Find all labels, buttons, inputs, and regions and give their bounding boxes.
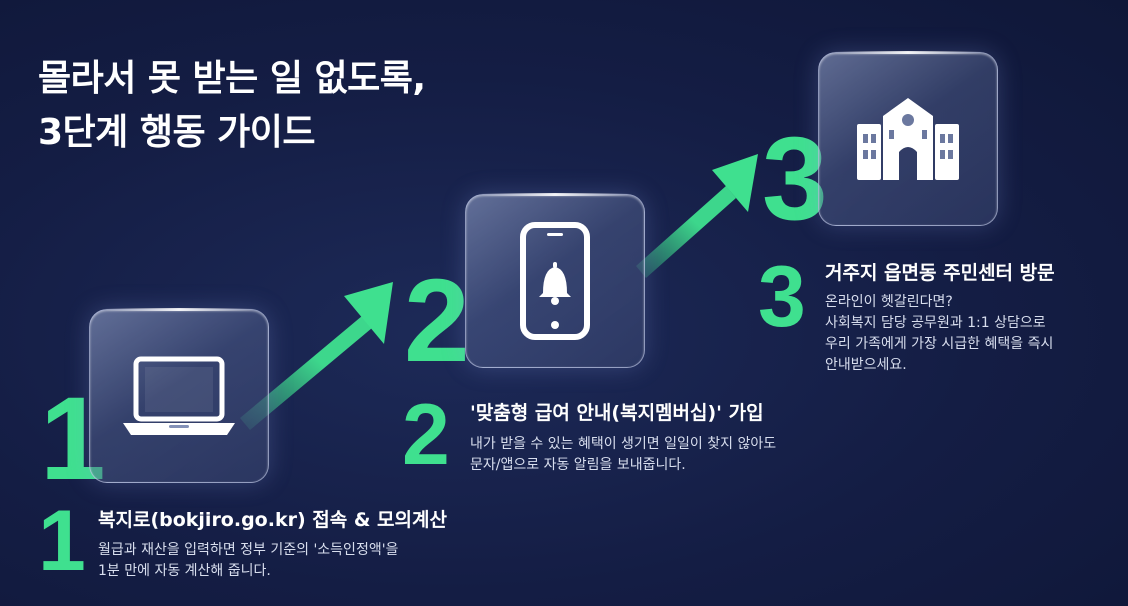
- step-2-desc-line-2: 문자/앱으로 자동 알림을 보내줍니다.: [470, 457, 686, 473]
- step-3-card: [818, 51, 998, 226]
- step-3-label: 거주지 읍면동 주민센터 방문: [825, 262, 1055, 284]
- big-number-3: 3: [762, 113, 828, 245]
- step-2-desc: 내가 받을 수 있는 혜택이 생기면 일일이 찾지 않아도 문자/앱으로 자동 …: [470, 434, 776, 476]
- step-1-desc-line-1: 월급과 재산을 입력하면 정부 기준의 '소득인정액'을: [98, 542, 399, 558]
- step-1-number: 1: [38, 493, 86, 589]
- government-building-icon: [857, 98, 959, 180]
- page-title: 몰라서 못 받는 일 없도록, 3단계 행동 가이드: [38, 52, 426, 160]
- step-1-desc: 월급과 재산을 입력하면 정부 기준의 '소득인정액'을 1분 만에 자동 계산…: [98, 540, 398, 582]
- arrow-1-to-2: [240, 282, 393, 430]
- title-line-2: 3단계 행동 가이드: [38, 112, 315, 153]
- step-3-number: 3: [758, 249, 806, 345]
- laptop-icon: [123, 356, 235, 435]
- step-3-desc: 온라인이 헷갈린다면? 사회복지 담당 공무원과 1:1 상담으로 우리 가족에…: [825, 292, 1053, 376]
- big-number-2: 2: [404, 255, 470, 387]
- step-2-desc-line-1: 내가 받을 수 있는 혜택이 생기면 일일이 찾지 않아도: [470, 436, 777, 452]
- step-3-desc-line-1: 온라인이 헷갈린다면?: [825, 294, 953, 310]
- step-1-label: 복지로(bokjiro.go.kr) 접속 & 모의계산: [98, 509, 447, 531]
- step-3-desc-line-4: 안내받으세요.: [825, 357, 907, 373]
- title-line-1: 몰라서 못 받는 일 없도록,: [38, 58, 426, 99]
- step-2-label: '맞춤형 급여 안내(복지멤버십)' 가입: [470, 402, 764, 424]
- step-2-number: 2: [402, 387, 450, 483]
- step-3-desc-line-2: 사회복지 담당 공무원과 1:1 상담으로: [825, 315, 1046, 331]
- step-1-card: [89, 308, 269, 483]
- step-3-desc-line-3: 우리 가족에게 가장 시급한 혜택을 즉시: [825, 336, 1054, 352]
- arrow-2-to-3: [636, 154, 758, 278]
- step-1-desc-line-2: 1분 만에 자동 계산해 줍니다.: [98, 563, 271, 579]
- smartphone-bell-icon: [520, 222, 590, 340]
- step-2-card: [465, 193, 645, 368]
